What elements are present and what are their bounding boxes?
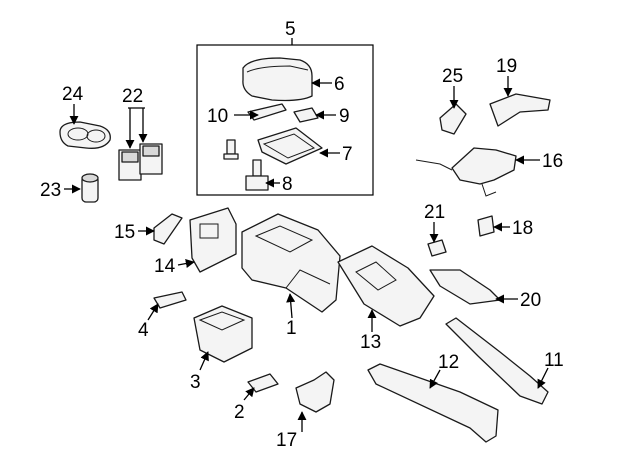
callout-2: 2 — [234, 402, 245, 423]
leader-4 — [147, 303, 159, 321]
callout-11: 11 — [544, 350, 564, 371]
callout-18: 18 — [512, 218, 533, 239]
part-25-knob — [439, 103, 467, 135]
callout-1: 1 — [286, 318, 297, 339]
part-11-side-panel — [445, 317, 549, 405]
leader-11 — [537, 367, 549, 389]
leader-3 — [199, 351, 209, 371]
part-1-center-console — [241, 213, 341, 313]
part-15-trim — [153, 213, 183, 245]
callout-20: 20 — [520, 290, 541, 311]
part-20-bracket — [429, 269, 501, 305]
callout-8: 8 — [282, 174, 293, 195]
callout-12: 12 — [438, 352, 459, 373]
leader-14 — [177, 259, 195, 268]
armrest-group-frame — [196, 44, 374, 196]
part-21-clip — [427, 239, 447, 257]
part-4-clip — [153, 291, 187, 309]
part-8-bolt — [245, 159, 269, 191]
part-17-bracket — [295, 371, 335, 413]
part-23-power-socket — [81, 173, 99, 203]
callout-6: 6 — [334, 74, 345, 95]
callout-23: 23 — [40, 180, 61, 201]
part-19-boot — [489, 93, 551, 127]
part-18-clip — [477, 215, 495, 237]
part-13-shifter-panel — [337, 245, 435, 327]
callout-15: 15 — [114, 222, 135, 243]
part-24-cup-holder — [59, 121, 111, 149]
callout-7: 7 — [342, 144, 353, 165]
part-12-side-panel — [367, 363, 499, 443]
part-16-shift-assembly — [415, 147, 517, 197]
callout-14: 14 — [154, 256, 176, 277]
callout-22: 22 — [122, 86, 143, 107]
callout-16: 16 — [542, 151, 563, 172]
leader-2 — [243, 387, 255, 401]
callout-24: 24 — [62, 84, 84, 105]
part-9-hinge — [293, 107, 319, 123]
part-7-armrest-base — [257, 127, 323, 165]
callout-17: 17 — [276, 430, 297, 451]
leader-1 — [286, 293, 296, 319]
callout-21: 21 — [424, 202, 445, 223]
callout-13: 13 — [360, 332, 381, 353]
part-14-side-bracket — [189, 207, 237, 273]
callout-10: 10 — [207, 106, 228, 127]
part-10-bracket — [247, 103, 287, 121]
leader-12 — [429, 369, 441, 389]
callout-9: 9 — [339, 106, 350, 127]
callout-5: 5 — [285, 19, 296, 40]
part-22-switches — [118, 143, 163, 181]
callout-3: 3 — [190, 372, 201, 393]
part-screw — [223, 139, 239, 160]
callout-4: 4 — [138, 320, 149, 341]
callout-25: 25 — [442, 66, 463, 87]
part-3-storage-pocket — [193, 305, 253, 363]
part-6-armrest-lid — [242, 57, 313, 102]
callout-19: 19 — [496, 56, 517, 77]
